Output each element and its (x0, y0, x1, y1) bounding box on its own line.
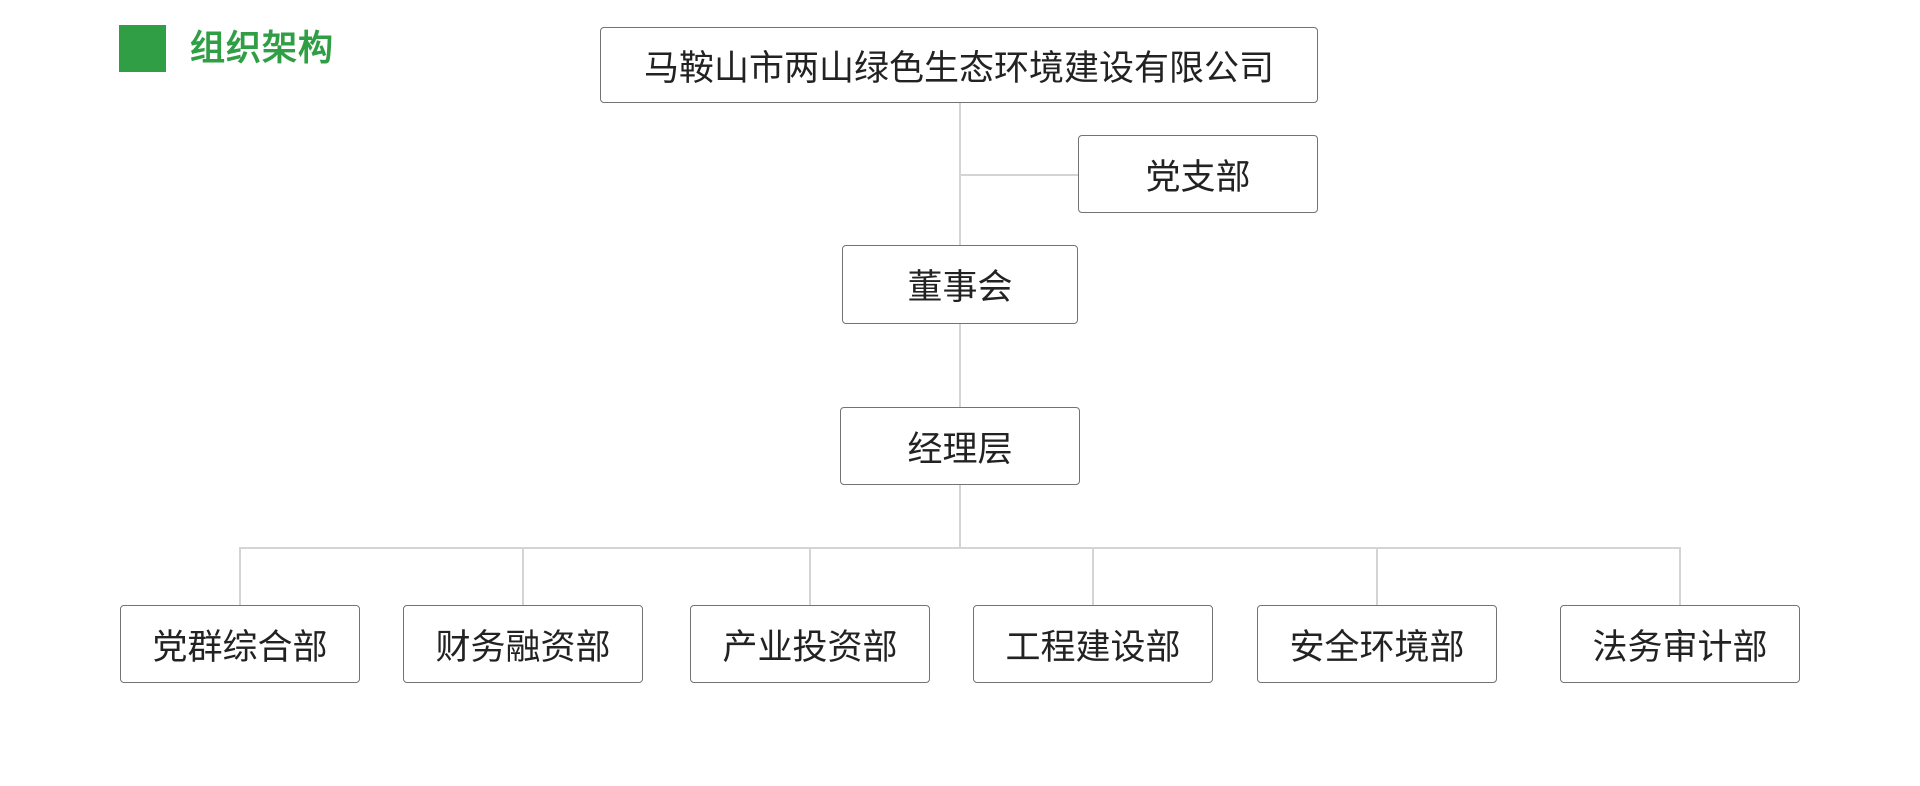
org-node-party-branch: 党支部 (1078, 135, 1318, 213)
connector-line (960, 174, 1078, 176)
connector-line (809, 549, 811, 605)
org-node-department: 产业投资部 (690, 605, 930, 683)
connector-line (1679, 549, 1681, 605)
section-marker-icon (119, 25, 166, 72)
connector-line (1092, 549, 1094, 605)
org-node-department: 党群综合部 (120, 605, 360, 683)
org-node-department: 工程建设部 (973, 605, 1213, 683)
org-node-department: 安全环境部 (1257, 605, 1497, 683)
connector-line (239, 549, 241, 605)
org-node-department: 法务审计部 (1560, 605, 1800, 683)
connector-line (239, 547, 1681, 549)
page-title: 组织架构 (190, 29, 335, 68)
org-node-company: 马鞍山市两山绿色生态环境建设有限公司 (600, 27, 1318, 103)
org-node-department: 财务融资部 (403, 605, 643, 683)
connector-line (959, 324, 961, 407)
org-node-board: 董事会 (842, 245, 1078, 324)
connector-line (522, 549, 524, 605)
org-node-management: 经理层 (840, 407, 1080, 485)
connector-line (1376, 549, 1378, 605)
connector-line (959, 485, 961, 549)
